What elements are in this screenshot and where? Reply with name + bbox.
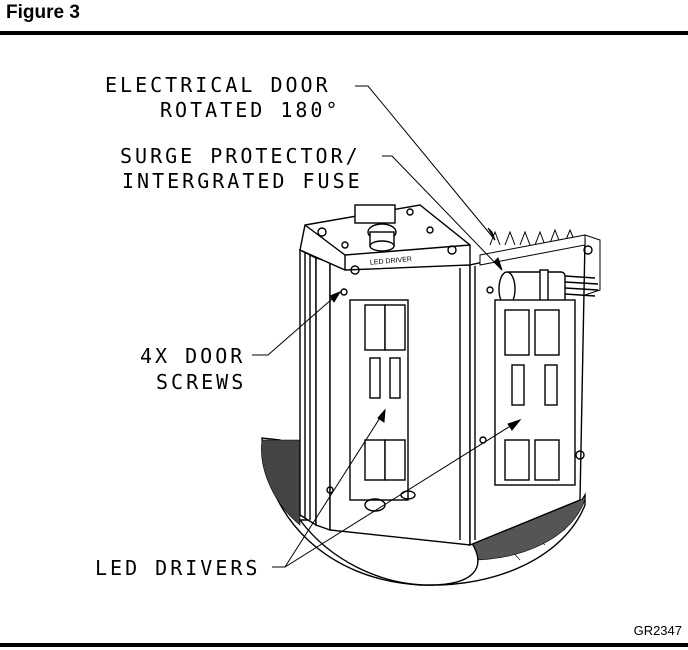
callout-electrical-door-1: ELECTRICAL DOOR [105,73,331,97]
figure-code: GR2347 [633,623,682,638]
callout-surge-2: INTERGRATED FUSE [122,169,363,193]
leader-surge-protector [382,155,503,271]
leader-electrical-door [355,85,496,241]
left-led-driver [326,288,409,501]
left-heatsink [299,248,331,531]
callout-screws-2: SCREWS [156,370,246,394]
right-heatsink-fins [479,228,601,296]
nameplate-label: LED DRIVER [370,256,412,267]
leader-lines [252,85,522,568]
electrical-box [317,204,457,275]
bottom-rule [0,643,688,647]
callout-led-drivers: LED DRIVERS [95,556,260,580]
callout-screws-1: 4X DOOR [140,344,245,368]
figure-title: Figure 3 [6,2,80,23]
leader-door-screws [252,291,341,356]
callout-surge-1: SURGE PROTECTOR/ [120,144,361,168]
hatch-area-left [261,439,301,526]
top-rule [0,31,688,35]
callout-electrical-door-2: ROTATED 180° [160,98,341,122]
right-led-driver [479,245,593,486]
